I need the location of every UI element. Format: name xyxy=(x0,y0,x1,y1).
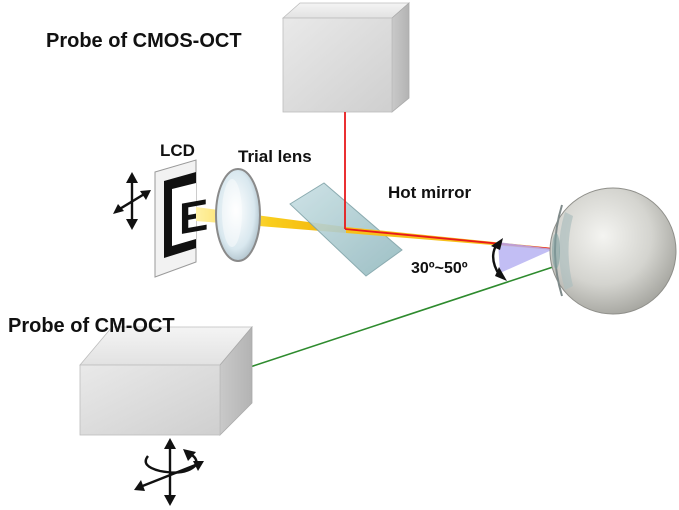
lcd-move-arrows-icon xyxy=(113,172,151,230)
angle-wedge xyxy=(498,242,554,273)
trial-lens-label: Trial lens xyxy=(238,147,312,166)
angle-arc xyxy=(491,238,507,281)
cm-oct-beam xyxy=(249,265,557,368)
cmos-oct-probe-label: Probe of CMOS-OCT xyxy=(46,30,242,52)
cm-oct-probe xyxy=(79,325,253,436)
cmos-oct-probe xyxy=(281,2,411,113)
probe-move-rotate-icon xyxy=(134,438,204,506)
hot-mirror-label: Hot mirror xyxy=(388,183,472,202)
cm-oct-probe-label: Probe of CM-OCT xyxy=(8,315,175,337)
trial-lens xyxy=(215,168,261,262)
angle-range-label: 30º~50º xyxy=(411,260,468,277)
lcd-label: LCD xyxy=(160,141,195,160)
eyeball xyxy=(549,187,677,315)
lcd-display: E xyxy=(154,159,208,278)
